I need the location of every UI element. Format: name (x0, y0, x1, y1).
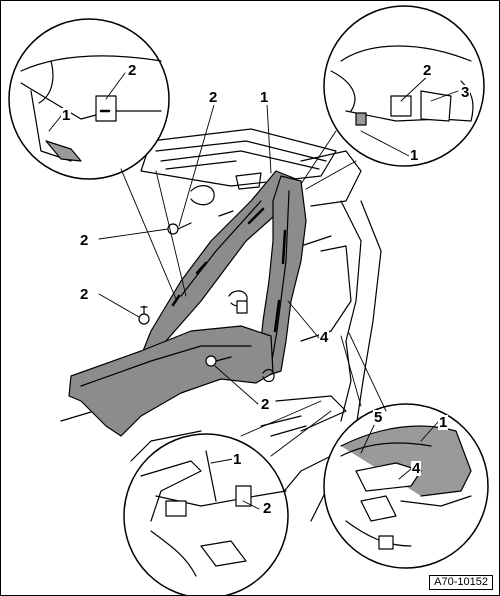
fasteners (138, 222, 248, 367)
callout-1-detail-bottom-right: 1 (438, 414, 449, 431)
callout-5-detail-bottom-right: 5 (373, 409, 384, 426)
callout-2-detail-top-left: 2 (127, 62, 138, 79)
figure-id-label: A70-10152 (429, 575, 493, 590)
callout-1-detail-top-right: 1 (409, 147, 420, 164)
callout-2-detail-bottom-left: 2 (262, 500, 273, 517)
callout-2-upper-screw: 2 (208, 89, 219, 106)
detail-leader-lines (120, 130, 387, 457)
detail-view-bottom-left (123, 433, 289, 595)
screw-icon (138, 305, 150, 325)
callout-2-lower-left-screw: 2 (79, 286, 90, 303)
detail-view-top-left (8, 18, 170, 180)
callout-1-upper-panel: 1 (259, 89, 270, 106)
detail-view-top-right (323, 5, 485, 167)
screw-icon (205, 355, 232, 367)
callout-2-detail-top-right: 2 (422, 62, 433, 79)
callout-1-detail-bottom-left: 1 (232, 451, 243, 468)
callout-leader-lines (48, 72, 459, 510)
callout-2-left-screw: 2 (79, 232, 90, 249)
callout-4-detail-bottom-right: 4 (411, 460, 422, 477)
callout-2-sill-screw: 2 (260, 396, 271, 413)
clip-icon (236, 300, 248, 314)
detail-view-bottom-right (323, 403, 489, 569)
callout-1-detail-top-left: 1 (61, 107, 72, 124)
callout-4-upright-panel: 4 (319, 329, 330, 346)
sill-trim-panel (68, 325, 275, 437)
callout-3-detail-top-right: 3 (460, 84, 471, 101)
